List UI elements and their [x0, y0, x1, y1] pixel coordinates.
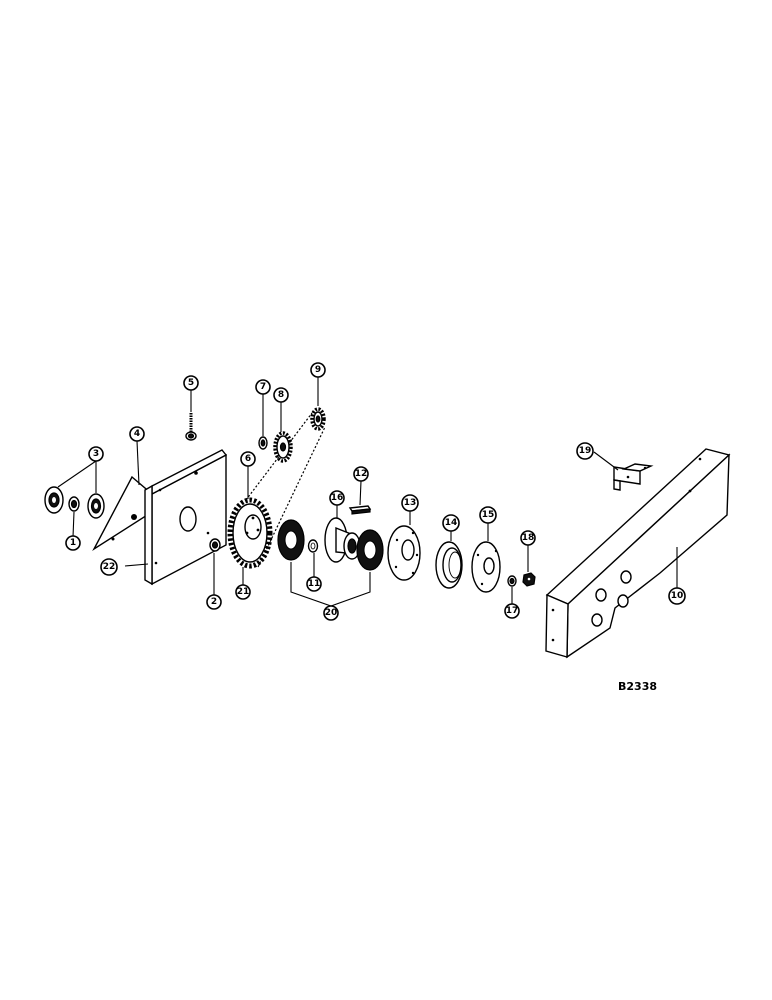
part-21-large-sprocket — [227, 497, 273, 569]
part-22-side-plate — [144, 449, 228, 586]
part-13-pressure-plate — [387, 525, 421, 581]
callout-18: 18 — [520, 530, 536, 546]
callout-6: 6 — [240, 451, 256, 467]
part-3-flange-left — [44, 486, 64, 514]
part-11-spacer — [307, 539, 319, 553]
callout-8: 8 — [273, 387, 289, 403]
svg-text:14: 14 — [445, 518, 458, 528]
callout-7: 7 — [255, 379, 271, 395]
callout-1: 1 — [65, 535, 81, 551]
part-3-flange-right — [87, 493, 105, 519]
callout-17: 17 — [504, 603, 520, 619]
svg-text:17: 17 — [506, 606, 519, 616]
svg-text:19: 19 — [579, 446, 592, 456]
callout-20: 20 — [323, 605, 339, 621]
callout-14: 14 — [442, 514, 460, 532]
svg-text:9: 9 — [315, 365, 321, 375]
part-9-small-sprocket — [310, 407, 326, 431]
svg-text:6: 6 — [245, 454, 251, 464]
callout-19: 19 — [576, 442, 594, 460]
svg-text:7: 7 — [260, 382, 266, 392]
callout-2: 2 — [206, 594, 222, 610]
callout-22: 22 — [100, 558, 118, 576]
callout-9: 9 — [310, 362, 326, 378]
part-19-bracket — [613, 463, 654, 491]
svg-text:5: 5 — [188, 378, 194, 388]
part-12-key — [348, 505, 372, 515]
callout-5: 5 — [183, 375, 199, 391]
part-8-idler-sprocket — [273, 431, 293, 463]
svg-text:12: 12 — [355, 469, 368, 479]
svg-text:20: 20 — [325, 608, 338, 618]
callout-12: 12 — [353, 466, 369, 482]
part-10-frame-member — [545, 448, 731, 659]
svg-text:4: 4 — [134, 429, 140, 439]
part-7-washer — [258, 436, 268, 450]
svg-text:2: 2 — [211, 597, 217, 607]
svg-text:8: 8 — [278, 390, 284, 400]
svg-text:18: 18 — [522, 533, 535, 543]
svg-text:22: 22 — [103, 562, 116, 572]
part-1-bearing — [68, 496, 80, 512]
reference-number: B2338 — [618, 680, 657, 693]
callout-3: 3 — [88, 446, 104, 462]
svg-text:10: 10 — [671, 591, 684, 601]
callout-4: 4 — [129, 426, 145, 442]
part-18-nut — [522, 572, 536, 587]
part-16-hub — [324, 517, 361, 563]
callout-10: 10 — [668, 587, 686, 605]
part-14-spring-washer — [435, 541, 463, 589]
part-20-friction-disc-left — [277, 519, 305, 561]
callout-15: 15 — [479, 506, 497, 524]
callout-13: 13 — [401, 494, 419, 512]
callout-16: 16 — [329, 490, 345, 506]
svg-text:21: 21 — [237, 587, 250, 597]
svg-text:15: 15 — [482, 510, 495, 520]
part-17-lock-washer — [507, 575, 517, 587]
part-20-friction-disc-right — [356, 529, 384, 571]
svg-text:16: 16 — [331, 493, 344, 503]
svg-text:13: 13 — [404, 498, 417, 508]
svg-text:11: 11 — [308, 579, 321, 589]
drive-chain — [245, 412, 326, 568]
part-15-plate — [471, 541, 501, 593]
callout-21: 21 — [235, 584, 251, 600]
part-5-bolt — [185, 413, 197, 441]
svg-text:3: 3 — [93, 449, 99, 459]
svg-text:1: 1 — [70, 538, 76, 548]
callout-11: 11 — [306, 576, 322, 592]
part-2-bushing — [209, 538, 221, 552]
